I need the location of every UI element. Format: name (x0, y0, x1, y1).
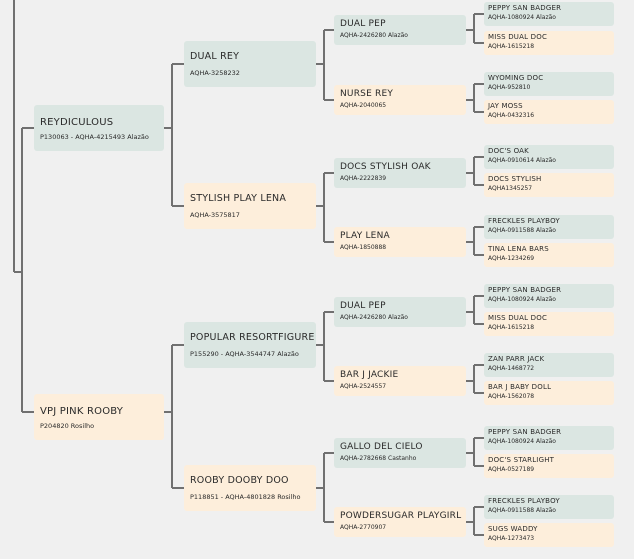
ddsd-registration: AQHA-0527189 (488, 466, 535, 473)
dddd-node[interactable]: SUGS WADDY AQHA-1273473 (484, 523, 614, 547)
ddsd-name: DOC'S STARLIGHT (488, 456, 555, 464)
sds-registration: AQHA-2222839 (340, 175, 387, 182)
sssd-node[interactable]: MISS DUAL DOC AQHA-1615218 (484, 31, 614, 55)
dam-sire-name: POPULAR RESORTFIGURE (190, 332, 315, 343)
sddd-name: TINA LENA BARS (488, 245, 549, 253)
dssd-node[interactable]: MISS DUAL DOC AQHA-1615218 (484, 312, 614, 336)
sdss-registration: AQHA-0910614 Alazão (488, 157, 556, 164)
ssds-registration: AQHA-952810 (488, 84, 531, 91)
ddd-registration: AQHA-2770907 (340, 524, 387, 531)
sire-registration: P130063 - AQHA-4215493 Alazão (40, 133, 149, 141)
dddd-registration: AQHA-1273473 (488, 535, 535, 542)
ddss-name: PEPPY SAN BADGER (488, 428, 562, 436)
sdds-name: FRECKLES PLAYBOY (488, 217, 560, 225)
sdd-node[interactable]: PLAY LENA AQHA-1850888 (334, 227, 466, 257)
dam-registration: P204820 Rosilho (40, 422, 95, 430)
sdsd-node[interactable]: DOCS STYLISH AQHA1345257 (484, 173, 614, 197)
ssdd-registration: AQHA-0432316 (488, 112, 535, 119)
ddds-name: FRECKLES PLAYBOY (488, 497, 560, 505)
dds-registration: AQHA-2782668 Castanho (340, 455, 417, 462)
sss-node[interactable]: DUAL PEP AQHA-2426280 Alazão (334, 15, 466, 45)
sdd-registration: AQHA-1850888 (340, 244, 387, 251)
ddds-registration: AQHA-0911588 Alazão (488, 507, 556, 514)
sdsd-registration: AQHA1345257 (488, 185, 533, 192)
sire-name: REYDICULOUS (40, 117, 114, 128)
sire-dam-node[interactable]: STYLISH PLAY LENA AQHA-3575817 (184, 183, 316, 229)
dsdd-registration: AQHA-1562078 (488, 393, 535, 400)
dssd-registration: AQHA-1615218 (488, 324, 535, 331)
ssss-registration: AQHA-1080924 Alazão (488, 14, 556, 21)
sss-name: DUAL PEP (340, 19, 386, 29)
ssss-node[interactable]: PEPPY SAN BADGER AQHA-1080924 Alazão (484, 2, 614, 26)
dss-name: DUAL PEP (340, 301, 386, 311)
sdss-name: DOC'S OAK (488, 147, 529, 155)
ssdd-node[interactable]: JAY MOSS AQHA-0432316 (484, 100, 614, 124)
dds-node[interactable]: GALLO DEL CIELO AQHA-2782668 Castanho (334, 438, 466, 468)
dsd-name: BAR J JACKIE (340, 370, 399, 380)
sire-node[interactable]: REYDICULOUS P130063 - AQHA-4215493 Alazã… (34, 105, 164, 151)
sdds-node[interactable]: FRECKLES PLAYBOY AQHA-0911588 Alazão (484, 215, 614, 239)
ssss-name: PEPPY SAN BADGER (488, 4, 562, 12)
dsdd-node[interactable]: BAR J BABY DOLL AQHA-1562078 (484, 381, 614, 405)
ddss-registration: AQHA-1080924 Alazão (488, 438, 556, 445)
ddd-node[interactable]: POWDERSUGAR PLAYGIRL AQHA-2770907 (334, 507, 466, 537)
dsds-registration: AQHA-1468772 (488, 365, 535, 372)
sddd-registration: AQHA-1234269 (488, 255, 535, 262)
dss-node[interactable]: DUAL PEP AQHA-2426280 Alazão (334, 297, 466, 327)
ddd-name: POWDERSUGAR PLAYGIRL (340, 511, 462, 521)
dam-sire-node[interactable]: POPULAR RESORTFIGURE P155290 - AQHA-3544… (184, 322, 316, 368)
dsss-name: PEPPY SAN BADGER (488, 286, 562, 294)
sdds-registration: AQHA-0911588 Alazão (488, 227, 556, 234)
sssd-registration: AQHA-1615218 (488, 43, 535, 50)
dam-node[interactable]: VPJ PINK ROOBY P204820 Rosilho (34, 394, 164, 440)
ssdd-name: JAY MOSS (488, 102, 523, 110)
dsd-registration: AQHA-2524557 (340, 383, 387, 390)
ssd-registration: AQHA-2040065 (340, 102, 387, 109)
dddd-name: SUGS WADDY (488, 525, 538, 533)
dsss-node[interactable]: PEPPY SAN BADGER AQHA-1080924 Alazão (484, 284, 614, 308)
sire-sire-registration: AQHA-3258232 (190, 69, 240, 77)
sdss-node[interactable]: DOC'S OAK AQHA-0910614 Alazão (484, 145, 614, 169)
sds-node[interactable]: DOCS STYLISH OAK AQHA-2222839 (334, 158, 466, 188)
ddss-node[interactable]: PEPPY SAN BADGER AQHA-1080924 Alazão (484, 426, 614, 450)
dsdd-name: BAR J BABY DOLL (488, 383, 552, 391)
ddds-node[interactable]: FRECKLES PLAYBOY AQHA-0911588 Alazão (484, 495, 614, 519)
ssd-name: NURSE REY (340, 89, 394, 99)
ssds-node[interactable]: WYOMING DOC AQHA-952810 (484, 72, 614, 96)
dam-name: VPJ PINK ROOBY (40, 406, 124, 417)
dsds-name: ZAN PARR JACK (488, 355, 545, 363)
dsd-node[interactable]: BAR J JACKIE AQHA-2524557 (334, 366, 466, 396)
dam-sire-registration: P155290 - AQHA-3544747 Alazão (190, 350, 299, 358)
dsss-registration: AQHA-1080924 Alazão (488, 296, 556, 303)
sire-dam-registration: AQHA-3575817 (190, 211, 240, 219)
dam-dam-registration: P118851 - AQHA-4801828 Rosilho (190, 493, 301, 501)
sdd-name: PLAY LENA (340, 231, 390, 241)
dssd-name: MISS DUAL DOC (488, 314, 548, 322)
sire-sire-node[interactable]: DUAL REY AQHA-3258232 (184, 41, 316, 87)
sire-dam-name: STYLISH PLAY LENA (190, 193, 287, 204)
dam-dam-name: ROOBY DOOBY DOO (190, 475, 289, 486)
sss-registration: AQHA-2426280 Alazão (340, 32, 408, 39)
dam-dam-node[interactable]: ROOBY DOOBY DOO P118851 - AQHA-4801828 R… (184, 465, 316, 511)
ddsd-node[interactable]: DOC'S STARLIGHT AQHA-0527189 (484, 454, 614, 478)
sire-sire-name: DUAL REY (190, 51, 240, 62)
sds-name: DOCS STYLISH OAK (340, 162, 431, 172)
dsds-node[interactable]: ZAN PARR JACK AQHA-1468772 (484, 353, 614, 377)
sssd-name: MISS DUAL DOC (488, 33, 548, 41)
ssd-node[interactable]: NURSE REY AQHA-2040065 (334, 85, 466, 115)
ssds-name: WYOMING DOC (488, 74, 544, 82)
sddd-node[interactable]: TINA LENA BARS AQHA-1234269 (484, 243, 614, 267)
sdsd-name: DOCS STYLISH (488, 175, 542, 183)
dds-name: GALLO DEL CIELO (340, 442, 423, 452)
dss-registration: AQHA-2426280 Alazão (340, 314, 408, 321)
